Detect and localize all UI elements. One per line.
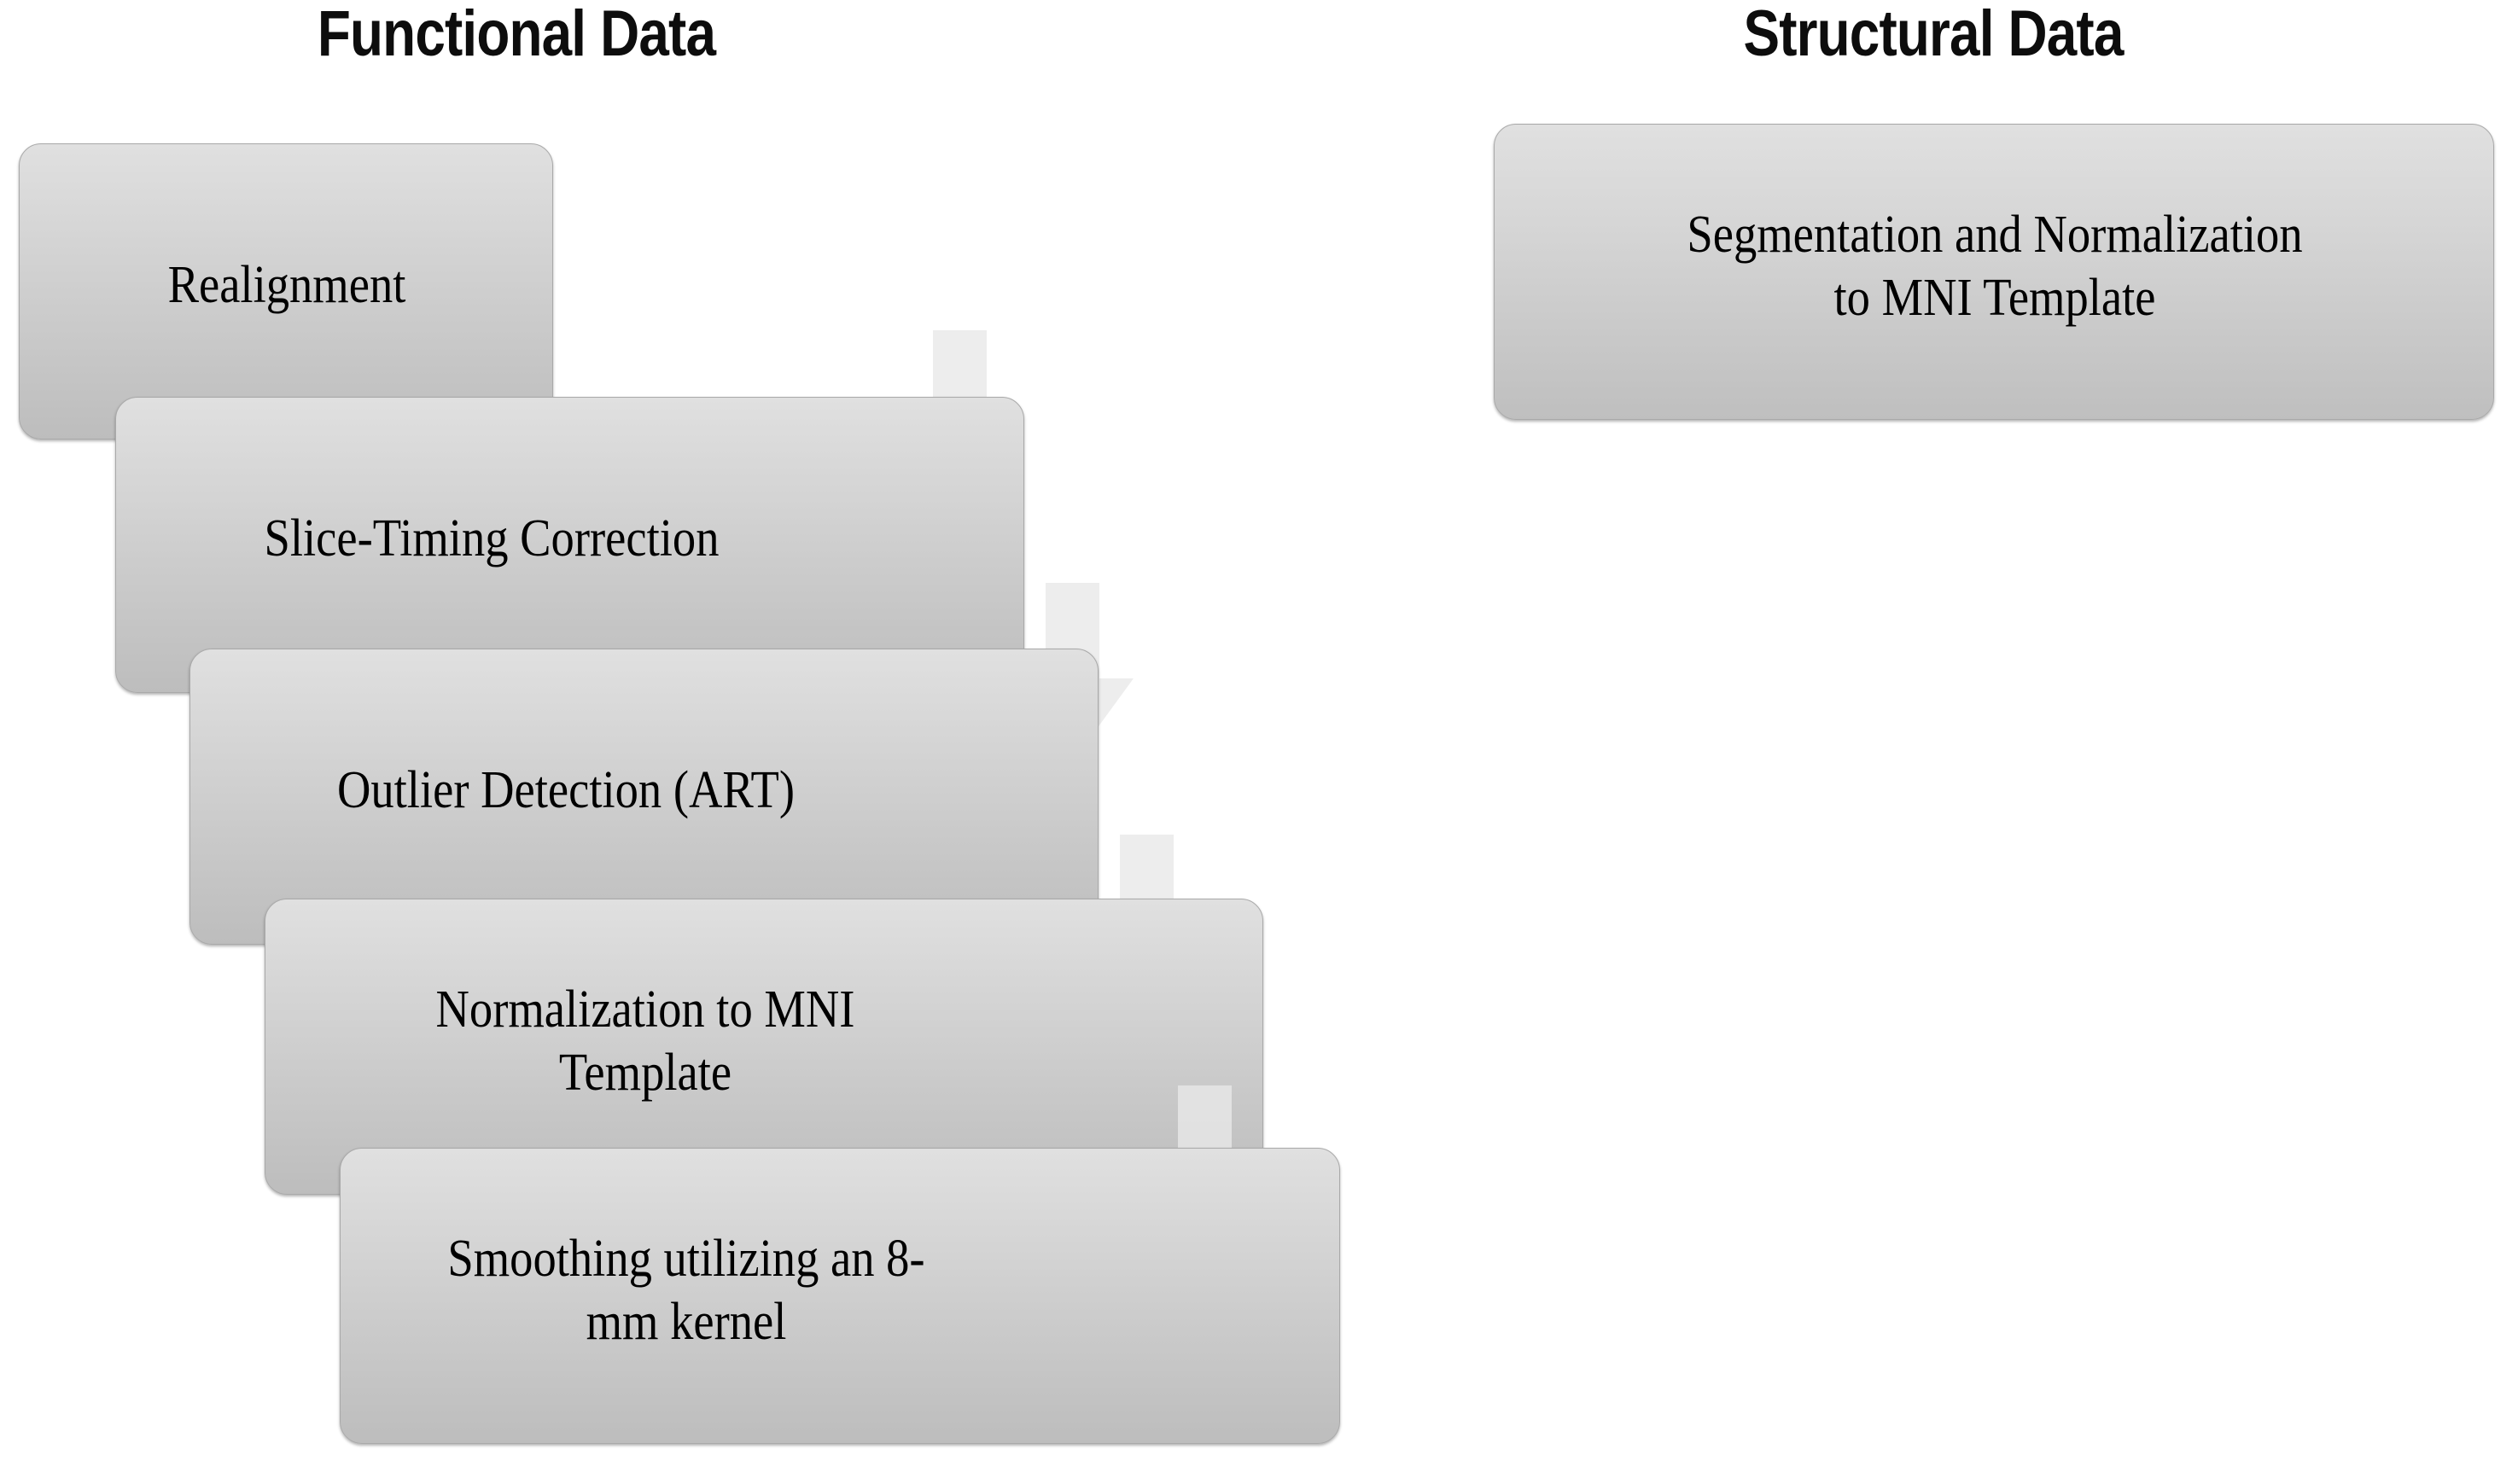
process-box-outlier-detection[interactable]: Outlier Detection (ART) xyxy=(189,649,1099,945)
column-title-structural: Structural Data xyxy=(1743,0,2124,70)
process-label-realignment: Realignment xyxy=(167,256,406,314)
column-title-functional: Functional Data xyxy=(317,0,716,70)
process-box-segmentation-normalization[interactable]: Segmentation and Normalization to MNI Te… xyxy=(1494,124,2494,420)
process-label-smoothing: Smoothing utilizing an 8- mm kernel xyxy=(447,1230,925,1351)
process-box-slice-timing-correction[interactable]: Slice-Timing Correction xyxy=(115,397,1024,693)
process-label-outlier-detection: Outlier Detection (ART) xyxy=(336,761,796,819)
process-box-smoothing[interactable]: Smoothing utilizing an 8- mm kernel xyxy=(340,1148,1340,1444)
process-label-segmentation-normalization: Segmentation and Normalization to MNI Te… xyxy=(1687,206,2303,327)
process-label-slice-timing-correction: Slice-Timing Correction xyxy=(264,509,720,567)
process-box-normalization-mni[interactable]: Normalization to MNI Template xyxy=(265,899,1263,1195)
process-box-realignment[interactable]: Realignment xyxy=(19,143,553,439)
process-label-normalization-mni: Normalization to MNI Template xyxy=(435,981,855,1102)
